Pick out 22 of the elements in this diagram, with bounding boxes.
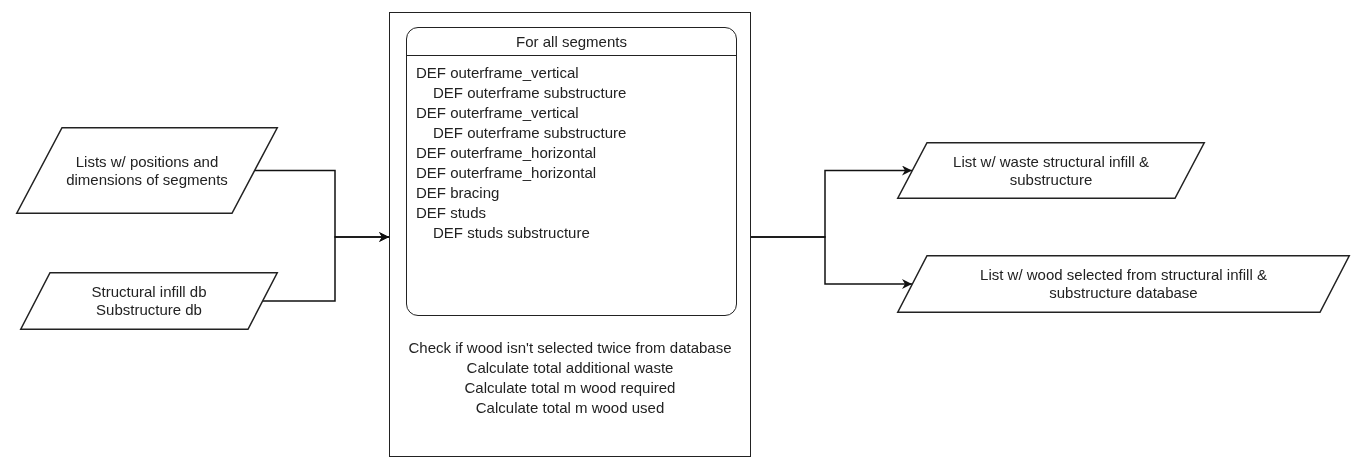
definition-text: DEF outerframe substructure (432, 123, 628, 143)
definition-text: DEF outerframe_horizontal (415, 163, 598, 183)
process-box (389, 12, 751, 457)
process-step-text: Calculate total m wood required (463, 378, 677, 398)
definition-text: DEF bracing (415, 183, 501, 203)
node-label: List w/ waste structural infill & substructure (952, 152, 1150, 189)
definition-text: DEF outerframe substructure (432, 83, 628, 103)
process-step-text: Calculate total m wood used (474, 398, 666, 418)
node-label: List w/ wood selected from structural infill & substructure database (979, 266, 1268, 302)
connector-arrow (750, 236, 913, 289)
connector-arrow (262, 232, 390, 302)
process-step-text: Calculate total additional waste (465, 358, 675, 378)
node-label: Lists w/ positions and dimensions of segments (66, 152, 228, 189)
node-label: Structural infill db Substructure db (90, 283, 208, 319)
process-step-text: Check if wood isn't selected twice from database (407, 338, 733, 358)
definition-text: DEF studs substructure (432, 223, 591, 243)
loop-box (406, 27, 737, 316)
definition-text: DEF outerframe_horizontal (415, 143, 598, 163)
definition-text: DEF studs (415, 203, 488, 223)
loop-heading: For all segments (407, 28, 736, 56)
definition-text: DEF outerframe_vertical (415, 103, 580, 123)
definition-text: DEF outerframe_vertical (415, 63, 580, 83)
